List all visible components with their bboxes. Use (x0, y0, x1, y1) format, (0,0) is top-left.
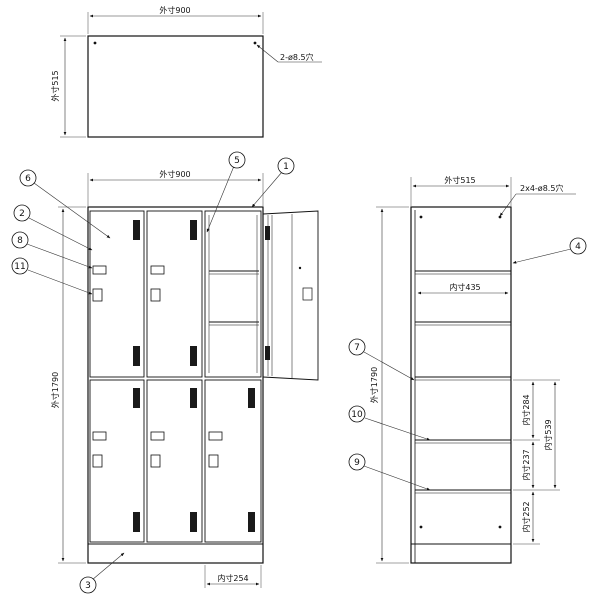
lock (150, 454, 161, 468)
side-holes-label: 2x4-ø8.5穴 (520, 183, 563, 193)
side-height-label: 外寸1790 (369, 367, 379, 403)
dim-237-label: 内寸237 (521, 449, 531, 480)
side-holes-leader (499, 193, 517, 217)
side-outline (410, 206, 512, 564)
name-plate (150, 265, 165, 275)
callout-9: 9 (354, 458, 360, 468)
name-plate (208, 431, 223, 441)
inner-depth-label: 内寸435 (449, 282, 480, 292)
callout-5: 5 (234, 156, 240, 166)
dim-539-label: 内寸539 (543, 419, 553, 450)
open-door (262, 210, 319, 381)
callout-circle (19, 169, 37, 187)
cabinet-outline (87, 206, 264, 564)
callouts: 1 5 6 2 8 11 3 4 7 1 (11, 151, 587, 594)
callout-1: 1 (283, 162, 289, 172)
callout-circle (348, 453, 366, 471)
callout-leader (251, 171, 283, 208)
vent-icon (190, 388, 197, 408)
callout-leader (363, 465, 431, 491)
callout-circle (277, 157, 295, 175)
dim-284-label: 内寸284 (521, 394, 531, 425)
name-plate (92, 431, 107, 441)
callout-circle (13, 204, 31, 222)
callout-circle (228, 151, 246, 169)
side-hole (498, 215, 502, 219)
vent-icon (190, 220, 197, 240)
top-hole (93, 41, 97, 45)
callout-10: 10 (351, 410, 363, 420)
lock (208, 454, 219, 468)
door (146, 379, 203, 543)
side-hole (419, 215, 423, 219)
callout-circle (11, 231, 29, 249)
vent-icon (248, 512, 255, 532)
name-plate (150, 431, 165, 441)
lock (92, 288, 103, 302)
front-height-label: 外寸1790 (50, 372, 60, 408)
top-depth-label: 外寸515 (50, 70, 60, 101)
vent-icon (133, 388, 140, 408)
side-hole (498, 525, 502, 529)
callout-6: 6 (25, 174, 31, 184)
door (89, 379, 145, 543)
open-door-lock (302, 287, 313, 301)
front-view: 外寸900 外寸1790 (50, 169, 319, 588)
callout-4: 4 (575, 242, 581, 252)
top-width-label: 外寸900 (159, 5, 190, 15)
callout-11: 11 (14, 262, 25, 272)
top-view-outline (87, 35, 264, 138)
callout-circle (79, 576, 97, 594)
side-view: 外寸515 2x4-ø8.5穴 外寸1790 内寸435 (369, 175, 576, 564)
vent-icon (248, 388, 255, 408)
callout-3: 3 (85, 581, 91, 591)
callout-leader (364, 417, 431, 441)
dim-252-label: 内寸252 (521, 501, 531, 532)
callout-circle (348, 405, 366, 423)
lock (92, 454, 103, 468)
front-width-label: 外寸900 (159, 169, 190, 179)
top-hole (253, 41, 257, 45)
door (146, 210, 203, 378)
vent-icon (133, 346, 140, 366)
top-view: 外寸900 外寸515 2-ø8.5穴 (50, 5, 322, 138)
callout-7: 7 (354, 343, 360, 353)
callout-leader (28, 217, 93, 251)
callout-leader (363, 351, 415, 381)
name-plate (92, 265, 107, 275)
inner-width-label: 内寸254 (217, 573, 248, 583)
callout-leader (512, 248, 572, 264)
side-hole (419, 525, 423, 529)
callout-leader (91, 552, 125, 581)
callout-circle (11, 257, 29, 275)
callout-8: 8 (17, 236, 23, 246)
callout-2: 2 (19, 209, 25, 219)
holes-leader (256, 44, 279, 63)
vent-icon (265, 346, 270, 360)
vent-icon (133, 220, 140, 240)
callout-circle (348, 338, 366, 356)
callout-circle (569, 237, 587, 255)
door (204, 379, 262, 543)
callout-leader (27, 269, 93, 295)
top-holes-label: 2-ø8.5穴 (280, 52, 314, 62)
callout-leader (26, 243, 93, 269)
open-compartment (204, 210, 262, 378)
lock (150, 288, 161, 302)
vent-icon (190, 346, 197, 366)
callout-leader (206, 165, 235, 233)
side-depth-label: 外寸515 (444, 175, 475, 185)
vent-icon (265, 226, 270, 240)
vent-icon (133, 512, 140, 532)
callout-leader (33, 182, 111, 239)
vent-icon (190, 512, 197, 532)
open-door-dot (298, 266, 302, 270)
